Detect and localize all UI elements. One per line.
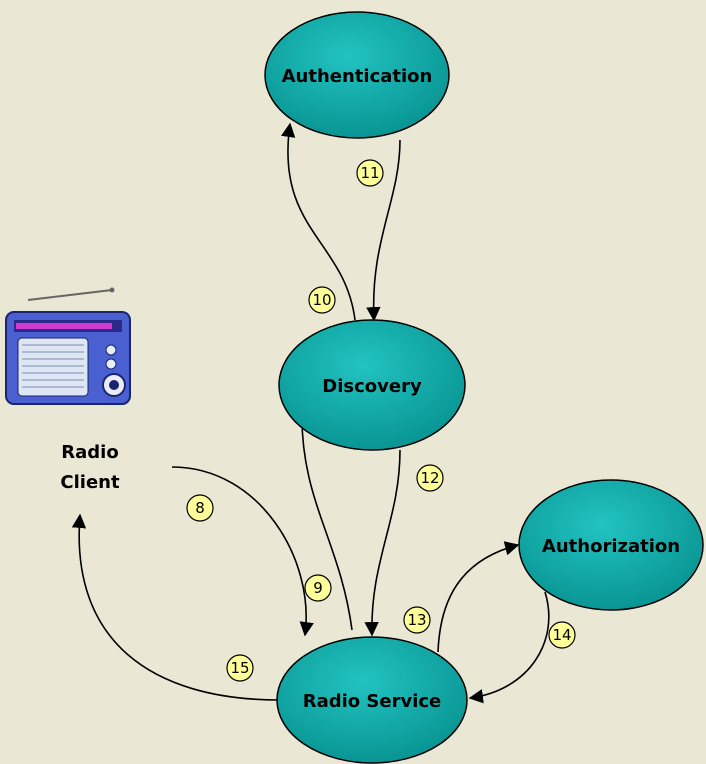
arrow-step-15: [71, 513, 281, 701]
arrow-step-12: [364, 449, 401, 637]
step-15-label: 15: [230, 659, 249, 677]
step-8-label: 8: [195, 499, 205, 517]
authentication-label: Authentication: [282, 66, 433, 87]
step-14-label: 14: [552, 626, 571, 644]
arrow-step-14: [468, 591, 550, 704]
arrow-step-9: [294, 408, 353, 631]
step-badge-13: 13: [403, 606, 431, 634]
authorization-label: Authorization: [542, 536, 680, 557]
step-badge-9: 9: [304, 574, 332, 602]
radio-service-label: Radio Service: [303, 691, 442, 712]
step-11-label: 11: [360, 164, 379, 182]
step-13-label: 13: [407, 611, 426, 629]
radio-icon: [5, 287, 131, 405]
radio-client-line1: Radio: [61, 442, 119, 463]
node-authentication: Authentication: [264, 11, 450, 139]
node-authorization: Authorization: [518, 479, 704, 611]
radio-client-label: Radio Client: [30, 438, 150, 498]
step-12-label: 12: [420, 469, 439, 487]
node-discovery: Discovery: [278, 319, 466, 451]
step-badge-11: 11: [356, 159, 384, 187]
arrow-step-8: [171, 466, 314, 637]
step-badge-10: 10: [308, 286, 336, 314]
arrow-step-11: [366, 139, 401, 322]
radio-client-line2: Client: [60, 472, 120, 493]
step-badge-8: 8: [186, 494, 214, 522]
node-radio-service: Radio Service: [276, 636, 468, 764]
discovery-label: Discovery: [322, 376, 422, 397]
step-9-label: 9: [313, 579, 323, 597]
step-badge-12: 12: [416, 464, 444, 492]
step-badge-14: 14: [548, 621, 576, 649]
arrow-step-10: [281, 122, 356, 321]
step-badge-15: 15: [226, 654, 254, 682]
step-10-label: 10: [312, 291, 331, 309]
arrow-step-13: [437, 541, 520, 653]
